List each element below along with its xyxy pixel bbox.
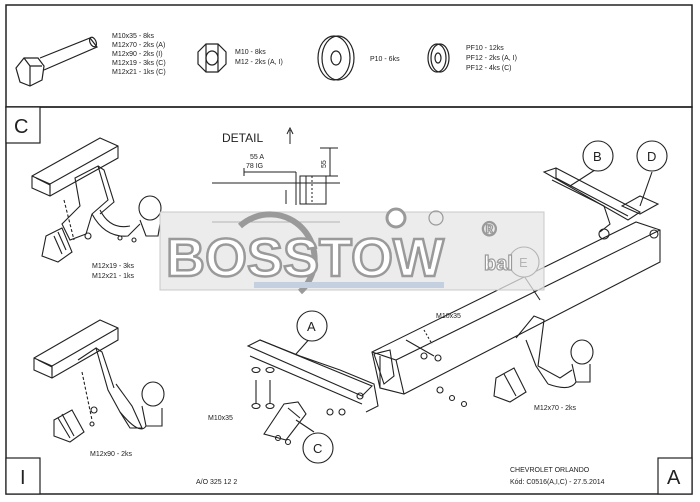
bolt-label-2: M12x70 - 2ks (A) bbox=[112, 42, 165, 49]
washer-small-label-2: PF12 - 2ks (A, I) bbox=[466, 55, 517, 62]
a-bolts-label: M12x70 - 2ks bbox=[534, 405, 577, 412]
detail-dim-height: 55 bbox=[321, 160, 328, 168]
washer-large-label: P10 - 6ks bbox=[370, 56, 400, 63]
svg-text:A: A bbox=[307, 319, 316, 334]
detail-title: DETAIL bbox=[222, 131, 263, 145]
main-bolt-label: M10x35 bbox=[436, 313, 461, 320]
view-letter-a: A bbox=[657, 457, 693, 495]
bolt-labels: M10x35 - 8ks M12x70 - 2ks (A) M12x90 - 2… bbox=[112, 33, 166, 76]
washer-small-icon bbox=[427, 43, 450, 73]
washer-small-label-1: PF10 - 12ks bbox=[466, 45, 504, 52]
bolt-icon bbox=[15, 36, 98, 87]
bolt-label-1: M10x35 - 8ks bbox=[112, 33, 155, 40]
svg-text:BOSSTOW: BOSSTOW bbox=[166, 228, 444, 288]
callout-d: D bbox=[636, 140, 668, 172]
bolt-label-5: M12x21 - 1ks (C) bbox=[112, 69, 166, 76]
car-model: CHEVROLET ORLANDO bbox=[510, 467, 590, 474]
washer-small-label-3: PF12 - 4ks (C) bbox=[466, 65, 512, 72]
watermark-logo: BOSSTOW ® bal bbox=[159, 207, 545, 295]
drawing-number: A/O 325 12 2 bbox=[196, 479, 237, 486]
view-letter-i: I bbox=[5, 457, 41, 495]
parts-legend-frame bbox=[5, 4, 693, 108]
svg-text:A: A bbox=[667, 467, 681, 489]
svg-text:bal: bal bbox=[484, 253, 513, 275]
callout-c: C bbox=[302, 432, 334, 464]
view-c-drawing bbox=[31, 137, 162, 263]
detail-dim-a: 55 A bbox=[250, 154, 264, 161]
bolt-label-4: M12x19 - 3ks (C) bbox=[112, 60, 166, 67]
left-bolt-label: M10x35 bbox=[208, 415, 233, 422]
main-assembly bbox=[246, 167, 661, 446]
approval-code: Kód: C0516(A,I,C) - 27.5.2014 bbox=[510, 479, 605, 486]
view-i-drawing bbox=[33, 319, 165, 443]
view-letter-c: C bbox=[5, 106, 41, 144]
svg-text:C: C bbox=[313, 441, 322, 456]
svg-text:I: I bbox=[20, 467, 26, 489]
svg-text:C: C bbox=[14, 116, 28, 138]
c-bolts-label-2: M12x21 - 1ks bbox=[92, 273, 135, 280]
nut-label-2: M12 - 2ks (A, I) bbox=[235, 59, 283, 66]
svg-text:B: B bbox=[593, 149, 602, 164]
callout-a: A bbox=[296, 310, 328, 342]
svg-text:®: ® bbox=[482, 219, 497, 241]
callout-b: B bbox=[582, 140, 614, 172]
washer-large-icon bbox=[317, 35, 355, 81]
svg-text:D: D bbox=[647, 149, 656, 164]
bolt-label-3: M12x90 - 2ks (I) bbox=[112, 51, 163, 58]
nut-icon bbox=[197, 43, 227, 73]
i-bolts-label: M12x90 - 2ks bbox=[90, 451, 133, 458]
detail-dim-b: 78 IG bbox=[246, 163, 263, 170]
nut-label-1: M10 - 8ks bbox=[235, 49, 266, 56]
c-bolts-label-1: M12x19 - 3ks bbox=[92, 263, 135, 270]
drawing-frame bbox=[5, 106, 693, 495]
